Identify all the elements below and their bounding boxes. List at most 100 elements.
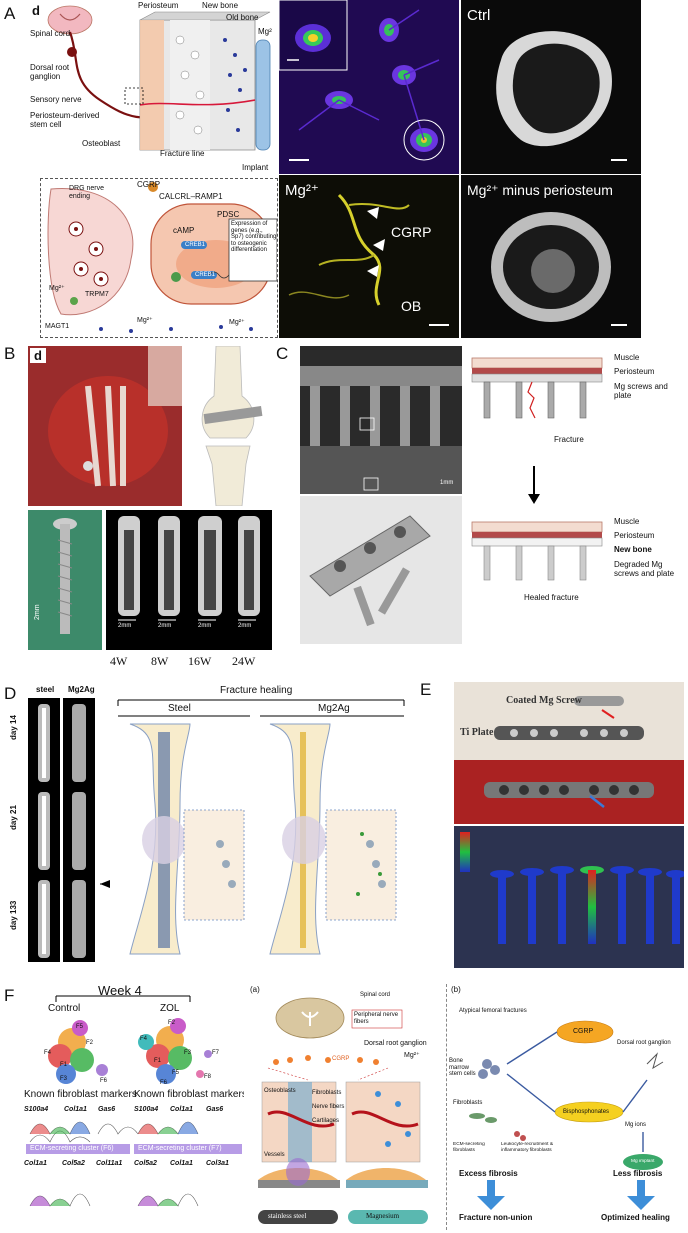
f-cl-right-f2: F2: [168, 1020, 176, 1026]
ct-minus-periosteum-image: Mg²⁺ minus periosteum: [461, 175, 641, 338]
f-cl-right-f8: F8: [204, 1074, 212, 1080]
fa-peripheral: Peripheral nerve fibers: [354, 1012, 399, 1025]
f-gene-l-3: Gas6: [98, 1106, 116, 1113]
micro-mg-label: Mg²⁺: [285, 182, 319, 199]
f-markers-right: Known fibroblast markers: [134, 1089, 244, 1100]
inset-receptor: CALCRL–RAMP1: [159, 192, 223, 201]
fb-fibro: Fibroblasts: [453, 1100, 483, 1106]
inset-camp: cAMP: [173, 226, 195, 235]
surgical-photo: d: [28, 346, 182, 506]
e-coated-label: Coated Mg Screw: [506, 695, 582, 706]
fb-less: Less fibrosis: [613, 1169, 663, 1178]
f-gene-lb-3: Col11a1: [96, 1160, 123, 1167]
nerve-bone-diagram: (a) Spinal cord Peripheral nerve fibers …: [248, 984, 444, 1230]
fb-bms: Bone marrow stem cells: [449, 1058, 476, 1078]
c-top-fracture: Fracture: [554, 435, 584, 444]
d-col-steel: steel: [36, 685, 55, 694]
c-bot-periosteum: Periosteum: [614, 531, 655, 540]
f-gene-lb-1: Col1a1: [24, 1160, 47, 1167]
f-cluster-left: ECM-secreting cluster (F6): [30, 1145, 114, 1152]
fibrosis-pathway-diagram: (b) Atypical femoral fractures CGRP Dors…: [446, 984, 684, 1230]
f-cl-right-f4: F4: [140, 1036, 148, 1042]
label-mg: Mg²: [258, 27, 272, 36]
f-gene-r-3: Gas6: [206, 1106, 224, 1113]
f-gene-r-2: Col1a1: [170, 1106, 193, 1113]
schematic-tag: d: [32, 3, 40, 18]
fb-optimized: Optimized healing: [601, 1213, 670, 1222]
f-cl-left-f1: F1: [60, 1062, 68, 1068]
micro-ct-section: 1mm: [300, 346, 462, 494]
panel-label-f: F: [4, 986, 15, 1005]
c-top-periosteum: Periosteum: [614, 367, 655, 376]
fb-ecm: ECM-secreting fibroblasts: [453, 1142, 485, 1153]
label-spinal-cord: Spinal cord: [30, 29, 71, 38]
f-gene-r-1: S100a4: [134, 1106, 159, 1113]
f-gene-l-2: Col1a1: [64, 1106, 87, 1113]
screw-scale-4: 2mm: [238, 623, 252, 629]
panel-label-b: B: [4, 344, 16, 363]
screw-week-4: 24W: [232, 654, 256, 668]
fa-cartilages: Cartilages: [312, 1118, 340, 1124]
panel-label-a: A: [4, 4, 16, 23]
c-top-muscle: Muscle: [614, 353, 640, 362]
fa-steel: stainless steel: [268, 1212, 307, 1220]
label-pdsc: Periosteum-derived stem cell: [30, 111, 100, 129]
fa-cgrp: CGRP: [332, 1056, 350, 1062]
mg-screw-photo: 2mm: [28, 510, 102, 650]
cgrp-fluorescence-image: Mg²⁺ CGRP OB: [279, 175, 459, 338]
panel-label-e: E: [420, 680, 432, 699]
f-gene-lb-2: Col5a2: [62, 1160, 85, 1167]
fracture-healing-schematic: Fracture healing Steel Mg2Ag: [100, 684, 408, 966]
signaling-inset: DRG nerve ending CGRP CALCRL–RAMP1 PDSC …: [40, 178, 278, 338]
label-implant: Implant: [242, 163, 269, 172]
micro-cgrp-label: CGRP: [391, 224, 432, 240]
fa-osteoblasts: Osteoblasts: [264, 1088, 296, 1094]
f-markers-left: Known fibroblast markers: [24, 1089, 137, 1100]
micro-ob-label: OB: [401, 298, 422, 314]
c-bot-healed: Healed fracture: [524, 593, 579, 602]
mg2ag-xray-column: [63, 698, 95, 962]
ct-ctrl-label: Ctrl: [467, 7, 491, 24]
c-bot-muscle: Muscle: [614, 517, 640, 526]
fa-vessels: Vessels: [264, 1152, 285, 1158]
inset-trpm7: TRPM7: [85, 291, 109, 298]
d-sub-steel: Steel: [168, 703, 191, 714]
screw-ct-series: 2mm 2mm 2mm 2mm: [106, 510, 272, 650]
fa-tag: (a): [250, 985, 260, 994]
f-gene-l-1: S100a4: [24, 1106, 49, 1113]
b-tag: d: [30, 348, 46, 363]
fb-nonunion: Fracture non-union: [459, 1213, 533, 1222]
f-cl-right-f7: F7: [212, 1050, 220, 1056]
f-cl-right-f3: F3: [184, 1050, 192, 1056]
single-cell-analysis: Week 4 Control ZOL F1 F2 F3 F4 F5 F6 F1 …: [20, 984, 244, 1230]
f-cl-left-f5: F5: [76, 1024, 84, 1030]
ct-ctrl-image: Ctrl: [461, 0, 641, 174]
fb-cgrp: CGRP: [573, 1028, 594, 1035]
calcium-imaging-image: [279, 0, 459, 174]
screw-week-2: 8W: [151, 654, 169, 668]
knee-diagram: [186, 346, 270, 506]
d-col-mg2ag: Mg2Ag: [68, 685, 95, 694]
inset-drg-ending: DRG nerve ending: [69, 185, 105, 200]
fa-spinal: Spinal cord: [360, 992, 391, 998]
fa-drg: Dorsal root ganglion: [364, 1040, 427, 1047]
c-bot-degraded: Degraded Mg screws and plate: [614, 560, 675, 579]
label-fracture-line: Fracture line: [160, 149, 205, 158]
panel-label-c: C: [276, 344, 289, 363]
screw-scale-2: 2mm: [158, 623, 172, 629]
ti-plate-photo: Coated Mg Screw Ti Plate: [454, 682, 684, 824]
screw-scale-3: 2mm: [198, 623, 212, 629]
fa-fibroblasts: Fibroblasts: [312, 1090, 342, 1096]
f-gene-rb-2: Col1a1: [170, 1160, 193, 1167]
f-gene-rb-3: Col3a1: [206, 1160, 229, 1167]
bone-implant-schematic: d Spinal cord Dorsal root ganglion Senso…: [30, 0, 278, 178]
e-plate-label: Ti Plate: [460, 727, 494, 738]
f-zol: ZOL: [160, 1003, 180, 1014]
inset-expression: Expression of genes (e.g., Sp7) contribu…: [231, 221, 277, 254]
fb-mgions: Mg ions: [625, 1122, 647, 1128]
fb-implant: Mg implant: [631, 1159, 655, 1164]
f-gene-rb-1: Col5a2: [134, 1160, 157, 1167]
label-drg: Dorsal root ganglion: [30, 63, 70, 81]
d-row-day133: day 133: [9, 900, 18, 930]
screw-scale-1: 2mm: [118, 623, 132, 629]
